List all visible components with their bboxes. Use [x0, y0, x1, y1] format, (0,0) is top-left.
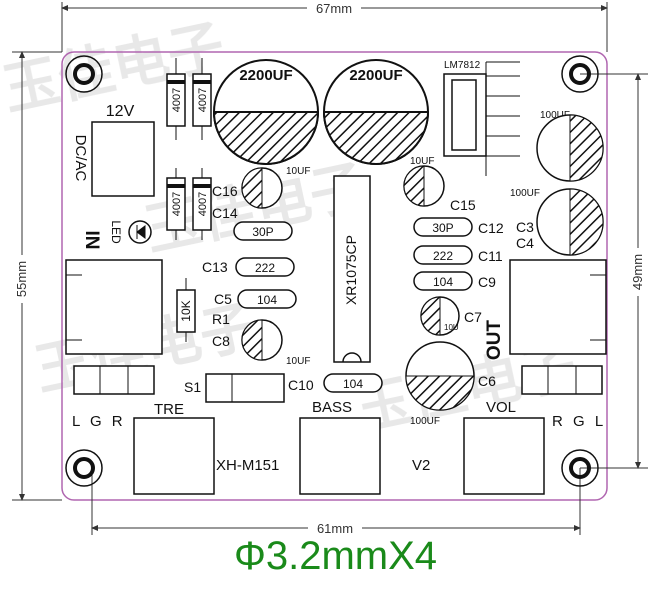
mounting-hole-top-right: [561, 55, 599, 93]
ceramic-104-left: 104: [237, 289, 297, 309]
ic-xr1075cp: XR1075CP: [333, 175, 371, 363]
label-c16: C16: [212, 183, 238, 199]
label-c8: C8: [212, 333, 230, 349]
mounting-hole-spec: Φ3.2mmX4: [233, 534, 438, 578]
mounting-hole-bottom-right: [561, 449, 599, 487]
ceramic-222-right: 222: [413, 245, 473, 265]
svg-text:2200UF: 2200UF: [349, 67, 402, 84]
dim-top-label: 67mm: [316, 1, 352, 16]
potentiometer-bass: [299, 417, 381, 495]
potentiometer-volume: [463, 417, 545, 495]
svg-text:10UF: 10UF: [286, 356, 310, 367]
svg-text:4007: 4007: [171, 192, 183, 216]
capacitor-2200uf-right: 2200UF: [322, 59, 430, 165]
label-tre: TRE: [154, 401, 184, 418]
svg-text:10UF: 10UF: [410, 156, 434, 167]
label-c10: C10: [288, 377, 314, 393]
label-c7: C7: [464, 309, 482, 325]
svg-text:2200UF: 2200UF: [239, 67, 292, 84]
mounting-holes: [65, 55, 599, 487]
mounting-hole-top-left: [65, 55, 103, 93]
label-c15: C15: [450, 197, 476, 213]
label-12v: 12V: [106, 103, 135, 120]
output-connector: [509, 259, 607, 355]
label-c14: C14: [212, 205, 238, 221]
capacitor-10uf-right: 10UF: [403, 156, 445, 207]
svg-text:104: 104: [257, 293, 277, 307]
svg-text:10K: 10K: [179, 300, 193, 321]
diode-d3: 4007: [166, 168, 186, 240]
label-v2: V2: [412, 457, 430, 474]
label-c4: C4: [516, 235, 534, 251]
svg-text:104: 104: [433, 275, 453, 289]
label-c9: C9: [478, 274, 496, 290]
capacitor-100uf-mid: 100UF: [510, 188, 604, 256]
label-vol: VOL: [486, 399, 516, 416]
label-c13: C13: [202, 259, 228, 275]
power-terminal: [91, 121, 155, 197]
svg-text:100UF: 100UF: [510, 188, 540, 199]
switch-s1: [205, 373, 285, 403]
label-r1: R1: [212, 311, 230, 327]
ceramic-104-right: 104: [413, 271, 473, 291]
regulator-lm7812: LM7812: [443, 60, 520, 176]
potentiometer-treble: [133, 417, 215, 495]
capacitor-c7: 10U: [420, 296, 460, 336]
label-c5: C5: [214, 291, 232, 307]
label-rgl: R G L: [552, 413, 606, 430]
input-connector: [65, 259, 163, 355]
ceramic-222-left: 222: [235, 257, 295, 277]
label-lgr: L G R: [72, 413, 126, 430]
svg-text:4007: 4007: [197, 88, 209, 112]
model-name: XH-M151: [216, 457, 279, 474]
ceramic-104-bottom: 104: [323, 373, 383, 393]
capacitor-10uf-top-left: 10UF: [241, 166, 310, 209]
input-terminal-lgr: [73, 365, 155, 395]
label-in: IN: [81, 231, 102, 250]
mounting-hole-bottom-left: [65, 449, 103, 487]
resistor-10k: 10K: [176, 278, 196, 342]
board-outline: [61, 51, 608, 501]
svg-text:100UF: 100UF: [410, 416, 440, 427]
svg-text:222: 222: [255, 261, 275, 275]
dim-left-label: 55mm: [14, 261, 29, 297]
svg-text:222: 222: [433, 249, 453, 263]
diode-d1: 4007: [166, 58, 186, 140]
dim-bottom-label: 61mm: [317, 521, 353, 536]
ceramic-30p-right: 30P: [413, 217, 473, 237]
capacitor-100uf-top: 100UF: [536, 110, 604, 182]
svg-text:LM7812: LM7812: [444, 60, 481, 71]
label-led: LED: [109, 220, 123, 244]
label-c12: C12: [478, 220, 504, 236]
svg-text:10UF: 10UF: [286, 166, 310, 177]
svg-text:XR1075CP: XR1075CP: [343, 235, 359, 305]
output-terminal-rgl: [521, 365, 603, 395]
label-dcac: DC/AC: [72, 135, 89, 182]
svg-text:100UF: 100UF: [540, 110, 570, 121]
svg-text:104: 104: [343, 377, 363, 391]
ceramic-30p-left: 30P: [233, 221, 293, 241]
label-s1: S1: [184, 379, 201, 395]
diode-d4: 4007: [192, 168, 212, 240]
dim-right-label: 49mm: [630, 254, 645, 290]
label-bass: BASS: [312, 399, 352, 416]
diode-d2: 4007: [192, 58, 212, 140]
svg-text:4007: 4007: [171, 88, 183, 112]
svg-text:30P: 30P: [252, 225, 273, 239]
label-c11: C11: [478, 248, 503, 264]
svg-text:4007: 4007: [197, 192, 209, 216]
label-out: OUT: [484, 320, 505, 361]
label-c6: C6: [478, 373, 496, 389]
svg-text:10U: 10U: [444, 323, 459, 332]
capacitor-2200uf-left: 2200UF: [212, 59, 320, 165]
capacitor-c6: 100UF: [405, 341, 475, 427]
label-c3: C3: [516, 219, 534, 235]
capacitor-10uf-left-bottom: 10UF: [241, 319, 310, 367]
svg-text:30P: 30P: [432, 221, 453, 235]
